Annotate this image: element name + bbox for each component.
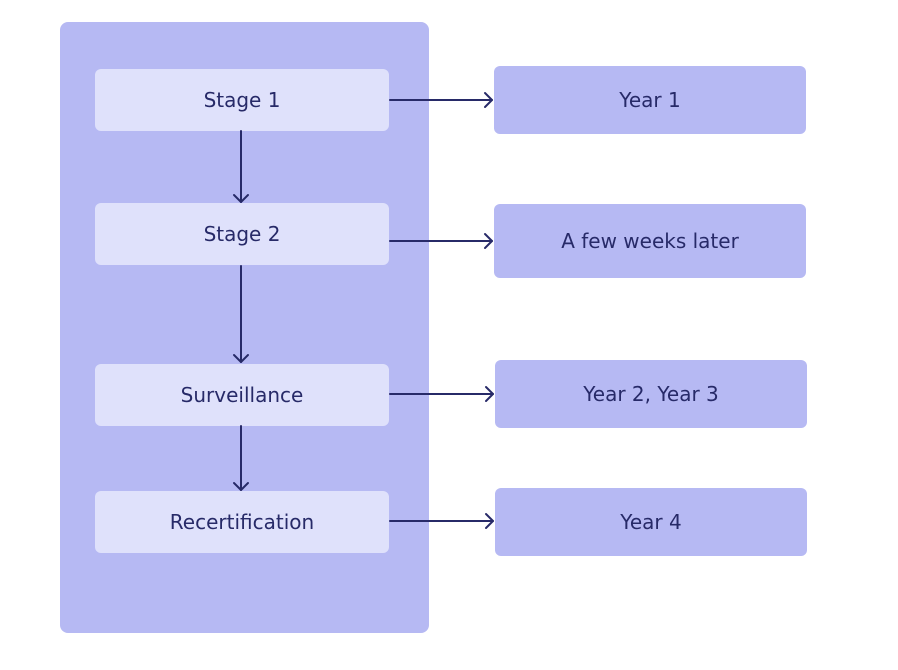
timing-year-2-3-box: Year 2, Year 3 [495,360,807,428]
recertification-label: Recertification [169,510,315,534]
stage-1-box: Stage 1 [95,69,389,131]
stage-2-box: Stage 2 [95,203,389,265]
surveillance-label: Surveillance [180,383,304,407]
stage-1-label: Stage 1 [203,88,281,112]
timing-year-1-label: Year 1 [619,88,681,112]
timing-year-1-box: Year 1 [494,66,806,134]
stage-2-label: Stage 2 [203,222,281,246]
surveillance-box: Surveillance [95,364,389,426]
timing-year-4-box: Year 4 [495,488,807,556]
recertification-box: Recertification [95,491,389,553]
timing-year-4-label: Year 4 [620,510,682,534]
timing-year-2-3-label: Year 2, Year 3 [583,382,719,406]
timing-few-weeks-box: A few weeks later [494,204,806,278]
timing-few-weeks-label: A few weeks later [561,229,739,253]
